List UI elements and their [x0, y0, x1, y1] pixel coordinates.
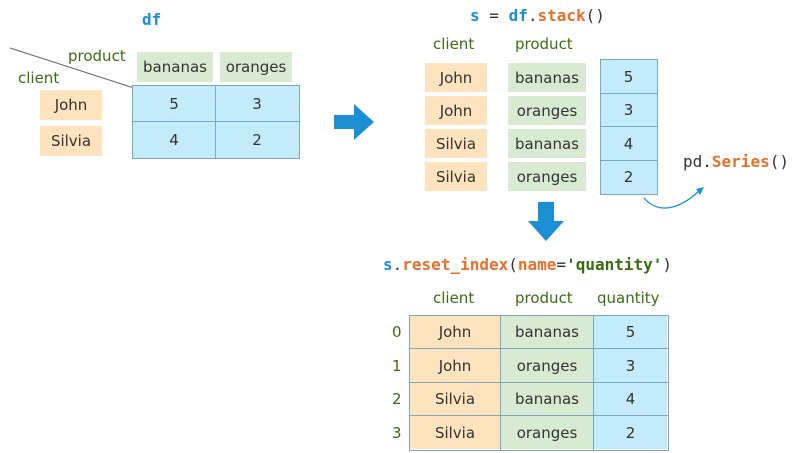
reset-product-cell: bananas: [515, 390, 579, 408]
reset-product-cell: bananas: [515, 323, 579, 341]
stack-values-column: [600, 59, 658, 195]
stack-code-var: s: [470, 6, 480, 25]
df-columns-header: product: [68, 47, 126, 65]
stack-client-cell: John: [425, 63, 487, 92]
arrow-down-icon: [528, 202, 564, 241]
reset-quantity-cell: 4: [625, 390, 636, 408]
reset-grid-hline: [409, 348, 668, 349]
stack-values-divider: [600, 93, 657, 94]
reset-code-param: name: [517, 255, 557, 274]
stack-product-cell: oranges: [508, 96, 586, 125]
reset-header-quantity: quantity: [597, 289, 660, 307]
series-label-method: Series: [711, 152, 770, 171]
reset-header-product: product: [515, 289, 573, 307]
stack-code-parens: (): [585, 6, 605, 25]
df-header-diagonal: [9, 47, 135, 89]
df-column-label: oranges: [220, 52, 292, 82]
df-value-cell: 2: [252, 130, 262, 149]
reset-index-label: 3: [392, 424, 402, 442]
df-value-cell: 4: [169, 130, 179, 149]
stack-header-product: product: [515, 35, 573, 53]
series-label-parens: (): [769, 152, 789, 171]
reset-code-dot: .: [392, 255, 403, 274]
stack-code-dot: .: [527, 6, 538, 25]
series-label: pd.Series(): [683, 152, 789, 171]
df-column-label: bananas: [137, 52, 213, 82]
reset-client-cell: John: [438, 356, 472, 375]
stack-product-cell: oranges: [508, 162, 586, 191]
reset-product-cell: oranges: [516, 356, 578, 375]
stack-header-client: client: [433, 35, 475, 53]
reset-product-cell: oranges: [516, 423, 578, 442]
reset-client-cell: John: [438, 323, 472, 341]
stack-client-cell: John: [425, 96, 487, 125]
reset-grid-vline: [500, 315, 501, 450]
stack-values-divider: [600, 160, 657, 161]
reset-grid-vline: [593, 315, 594, 450]
df-grid-vline: [215, 85, 216, 158]
reset-index-label: 2: [392, 390, 402, 408]
reset-code: s.reset_index(name='quantity'): [383, 255, 672, 274]
reset-header-client: client: [433, 289, 475, 307]
stack-value-cell: 5: [623, 67, 634, 86]
reset-client-cell: Silvia: [434, 390, 476, 408]
stack-client-cell: Silvia: [425, 129, 487, 158]
df-value-cell: 3: [252, 94, 262, 113]
arrow-right-icon: [334, 104, 374, 140]
stack-product-cell: bananas: [508, 63, 586, 92]
reset-code-method: reset_index: [402, 255, 509, 274]
stack-client-cell: Silvia: [425, 162, 487, 191]
stack-code-eq: =: [489, 6, 499, 25]
stack-code-method: stack: [537, 6, 586, 25]
reset-code-arg: 'quantity': [566, 255, 663, 274]
reset-index-label: 0: [392, 323, 402, 341]
reset-code-eq: =: [556, 255, 567, 274]
series-label-dot: .: [702, 152, 712, 171]
reset-grid-hline: [409, 415, 668, 416]
df-title: df: [142, 10, 162, 29]
reset-grid-hline: [409, 382, 668, 383]
series-label-obj: pd: [683, 152, 703, 171]
df-index-header: client: [18, 69, 60, 87]
df-value-cell: 5: [169, 94, 179, 113]
reset-quantity-cell: 5: [625, 323, 636, 341]
stack-code-obj: df: [508, 6, 528, 25]
reset-quantity-cell: 2: [625, 423, 636, 442]
stack-value-cell: 3: [623, 101, 634, 119]
reset-code-open: (: [508, 255, 518, 274]
reset-client-cell: Silvia: [434, 423, 476, 442]
reset-code-var: s: [383, 255, 393, 274]
stack-values-divider: [600, 126, 657, 127]
reset-quantity-cell: 3: [625, 356, 636, 375]
df-index-label: Silvia: [40, 126, 102, 156]
reset-code-close: ): [662, 255, 673, 274]
stack-value-cell: 2: [623, 168, 634, 186]
stack-code: s = df.stack(): [470, 6, 605, 25]
stack-product-cell: bananas: [508, 129, 586, 158]
df-index-label: John: [40, 90, 102, 120]
df-values-grid: [132, 85, 300, 159]
reset-index-label: 1: [392, 357, 402, 375]
curved-arrow-icon: [643, 187, 704, 209]
stack-value-cell: 4: [623, 134, 634, 153]
